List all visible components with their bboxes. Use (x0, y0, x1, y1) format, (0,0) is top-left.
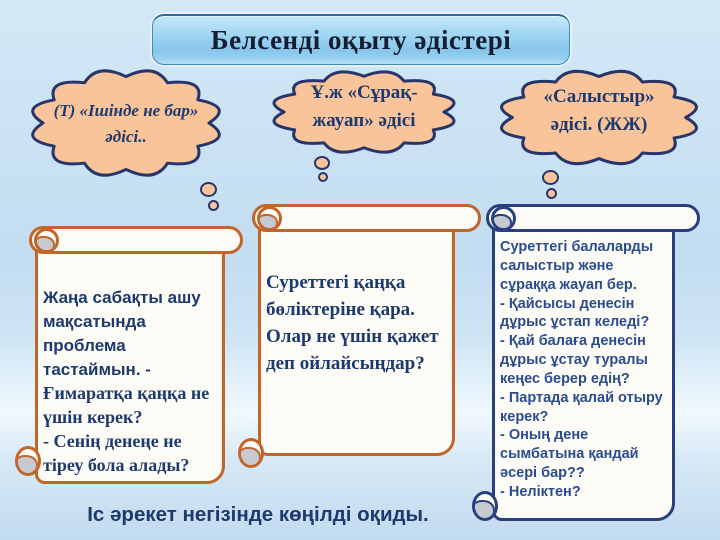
scroll-1-text: Жаңа сабақты ашу мақсатында проблема тас… (43, 286, 213, 478)
cloud-tail-bubble (208, 200, 219, 211)
scroll-3-text: Суреттегі балаларды салыстыр және сұраққ… (500, 239, 663, 500)
cloud-icon (256, 62, 472, 162)
scroll-body (492, 217, 675, 521)
title-banner: Белсенді оқыту әдістері (152, 14, 570, 65)
cloud-1-label: (Т) «Ішінде не бар» әдісі.. (53, 100, 199, 146)
cloud-tail-bubble (546, 188, 557, 199)
scroll-top-roll (252, 204, 481, 232)
scroll-1-text-part2: Ғимаратқа қаңқа не үшін керек? - Сенің д… (43, 382, 210, 475)
footer-caption: Іс әрекет негізінде көңілді оқиды. (87, 503, 429, 526)
cloud-tail-bubble (200, 182, 217, 197)
scroll-top-roll (29, 226, 243, 254)
scroll-box-1: Жаңа сабақты ашу мақсатында проблема тас… (15, 226, 243, 484)
scroll-roll-curl (257, 206, 282, 231)
cloud-icon (14, 58, 238, 188)
scroll-top-roll (486, 204, 700, 232)
scroll-bottom-curl (15, 446, 41, 476)
cloud-icon (482, 60, 716, 175)
scroll-roll-curl (491, 206, 516, 231)
scroll-2-text: Суреттегі қаңқа бөліктеріне қара. Олар н… (266, 272, 439, 374)
scroll-roll-curl (34, 228, 59, 253)
cloud-3-label: «Салыстыр» әдісі. (ЖЖ) (543, 85, 655, 136)
cloud-2-label: Ұ.ж «Сұрақ-жауап» әдісі (310, 81, 418, 132)
scroll-box-3: Суреттегі балаларды салыстыр және сұраққ… (472, 204, 700, 521)
slide-title: Белсенді оқыту әдістері (210, 24, 512, 55)
thought-cloud-2: Ұ.ж «Сұрақ-жауап» әдісі (256, 62, 472, 187)
cloud-tail-bubble (318, 172, 328, 182)
cloud-tail-bubble (542, 170, 559, 185)
scroll-bottom-curl (472, 491, 498, 521)
cloud-tail-bubble (314, 156, 330, 170)
thought-cloud-1: (Т) «Ішінде не бар» әдісі.. (14, 58, 238, 218)
scroll-body (35, 239, 225, 484)
thought-cloud-3: «Салыстыр» әдісі. (ЖЖ) (482, 60, 716, 205)
scroll-box-2: Суреттегі қаңқа бөліктеріне қара. Олар н… (238, 204, 481, 468)
scroll-1-text-part1: Жаңа сабақты ашу мақсатында проблема тас… (43, 288, 201, 379)
scroll-bottom-curl (238, 438, 264, 468)
